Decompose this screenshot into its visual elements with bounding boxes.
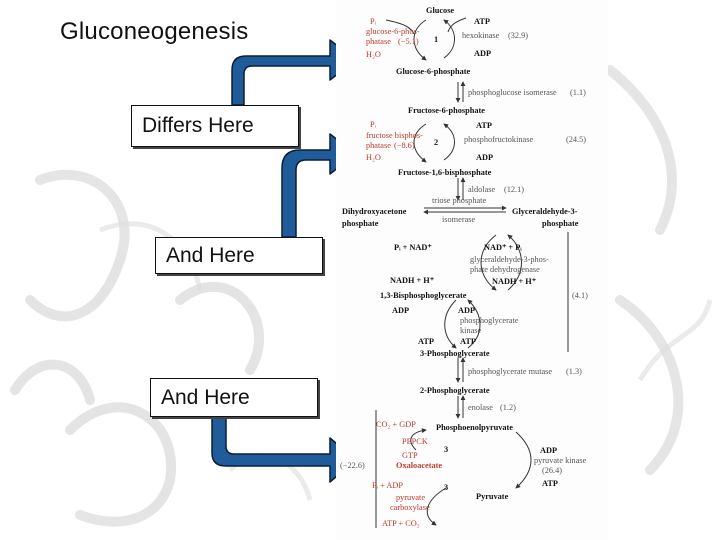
hexokinase-dg: (32.9) [508,31,528,40]
enzyme-tpi-2: isomerase [442,215,475,224]
bypass-dg: (−22.6) [340,461,365,470]
h2o-label-2: H₂O [366,153,381,162]
enzyme-pgk-2: kinase [460,326,482,335]
pi-adp-label: Pᵢ + ADP [372,481,403,490]
g6pase-dg: (−5.1) [398,37,419,46]
label-box-differs: Differs Here [131,105,299,147]
atp-label-1: ATP [474,17,490,26]
enzyme-tpi-1: triose phosphate [432,196,486,205]
metabolite-2pg: 2-Phosphoglycerate [420,386,490,395]
metabolite-glucose: Glucose [426,6,454,15]
pi-nad-left: Pᵢ + NAD⁺ [394,243,432,252]
pgi-dg: (1.1) [570,88,586,97]
label-and-text-2: And Here [161,385,250,409]
enzyme-pc-2: carboxylase [390,503,430,512]
enzyme-gapdh-1: glyceraldehyde-3-phos- [470,255,549,264]
span-dg: (4.1) [572,291,588,300]
enzyme-pgk-1: phosphoglycerate [460,316,519,325]
metabolite-pyruvate: Pyruvate [476,492,509,501]
step-number-3a: 3 [444,445,448,454]
enzyme-pgi: phosphoglucose isomerase [468,88,557,97]
metabolite-gap-2: phosphate [542,219,579,228]
g6pase-label-1: glucose-6-phos- [366,27,420,36]
h2o-label-1: H₂O [366,50,381,59]
adp-label-4: ADP [458,306,475,315]
pathway-diagram: Glucose Pᵢ glucose-6-phos- phatase (−5.1… [340,6,588,528]
bent-arrow-down [211,416,357,483]
enzyme-pk: pyruvate kinase [534,456,587,465]
atp-label-5: ATP [542,479,558,488]
pfk-dg: (24.5) [566,135,586,144]
label-box-and-2: And Here [150,378,318,417]
step-number-3b: 3 [444,483,448,492]
enzyme-gapdh-2: phate dehydrogenase [470,265,540,274]
nadh-right: NADH + H⁺ [492,277,536,286]
fbpase-label-2: phatase [366,141,391,150]
g6pase-label-2: phatase [366,37,391,46]
metabolite-g6p: Glucose-6-phosphate [396,67,471,76]
metabolite-dhap-2: phosphate [342,219,379,228]
enzyme-pepck: PEPCK [402,437,428,446]
label-differs-text: Differs Here [142,114,254,137]
nad-pi-right: NAD⁺ + Pᵢ [484,243,522,252]
pi-label-1: Pᵢ [370,17,377,26]
atp-label-4: ATP [460,337,476,346]
slide-title: Gluconeogenesis [60,18,249,45]
enzyme-enolase: enolase [468,403,493,412]
pi-label-2: Pᵢ [370,120,377,129]
fbpase-label-1: fructose bisphos- [366,131,423,140]
adp-label-1: ADP [474,49,491,58]
pk-dg: (26.4) [542,466,562,475]
pathway-panel: Glucose Pᵢ glucose-6-phos- phatase (−5.1… [336,0,608,540]
label-box-and-1: And Here [155,237,323,274]
metabolite-f6p: Fructose-6-phosphate [408,106,485,115]
metabolite-gap-1: Glyceraldehyde-3- [512,207,578,216]
aldolase-dg: (12.1) [504,185,524,194]
atp-label-3: ATP [418,337,434,346]
gtp-label: GTP [402,451,418,460]
adp-label-3: ADP [392,306,409,315]
metabolite-pep: Phosphoenolpyruvate [436,423,513,432]
atp-label-2: ATP [476,121,492,130]
metabolite-bpg: 1,3-Bisphosphoglycerate [380,291,467,300]
enzyme-aldolase: aldolase [468,185,496,194]
step-number-2: 2 [434,138,438,147]
enzyme-pfk: phosphofructokinase [464,135,533,144]
enzyme-pc-1: pyruvate [396,493,425,502]
enzyme-pgm: phosphoglycerate mutase [468,367,552,376]
adp-label-2: ADP [476,153,493,162]
step-number-1: 1 [434,35,438,44]
co2-gdp-label: CO₂ + GDP [376,420,416,429]
pgm-dg: (1.3) [566,367,582,376]
adp-label-5: ADP [540,446,557,455]
enzyme-hexokinase: hexokinase [462,31,500,40]
metabolite-3pg: 3-Phosphoglycerate [420,349,490,358]
metabolite-oaa: Oxaloacetate [396,461,442,470]
metabolite-f16bp: Fructose-1,6-bisphosphate [398,168,492,177]
metabolite-dhap-1: Dihydroxyacetone [342,207,407,216]
label-and-text-1: And Here [166,243,255,267]
enolase-dg: (1.2) [500,403,516,412]
nadh-left: NADH + H⁺ [390,276,434,285]
atp-co2-label: ATP + CO₂ [382,519,420,528]
fbpase-dg: (−8.6) [394,141,415,150]
